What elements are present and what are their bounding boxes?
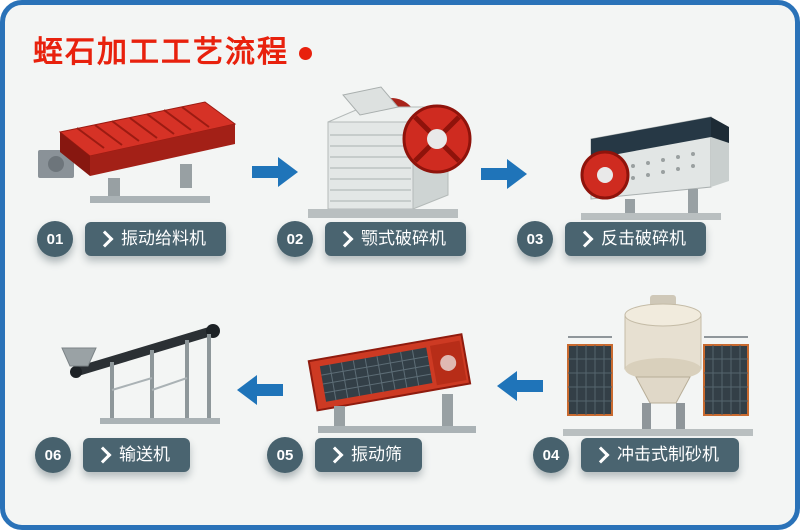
- chevron-right-icon: [336, 230, 354, 248]
- step-number-badge: 05: [267, 437, 303, 473]
- vibrating-screen-illustration: [307, 333, 476, 433]
- step-label-text: 振动给料机: [121, 229, 206, 248]
- step-4: 04 冲击式制砂机: [533, 437, 739, 473]
- step-number-badge: 03: [517, 221, 553, 257]
- step-number-badge: 01: [37, 221, 73, 257]
- step-number-badge: 04: [533, 437, 569, 473]
- step-label-text: 颚式破碎机: [361, 229, 446, 248]
- flow-arrow-right-icon: [252, 157, 298, 187]
- step-label: 反击破碎机: [565, 222, 706, 256]
- flow-arrow-right-icon: [481, 159, 527, 189]
- step-3: 03 反击破碎机: [517, 221, 706, 257]
- step-label: 振动给料机: [85, 222, 226, 256]
- impact-crusher-illustration: [580, 116, 729, 220]
- step-label-text: 冲击式制砂机: [617, 445, 719, 464]
- chevron-right-icon: [96, 230, 114, 248]
- flow-arrow-left-icon: [237, 375, 283, 405]
- page-header: 蛭石加工工艺流程: [33, 27, 312, 71]
- chevron-right-icon: [326, 446, 344, 464]
- page-title: 蛭石加工工艺流程: [33, 36, 289, 69]
- sand-maker-illustration: [563, 295, 753, 436]
- step-5: 05 振动筛: [267, 437, 422, 473]
- title-dot-icon: [299, 46, 312, 60]
- step-label-text: 反击破碎机: [601, 229, 686, 248]
- vibrating-feeder-illustration: [38, 101, 237, 203]
- step-number-badge: 06: [35, 437, 71, 473]
- step-label: 振动筛: [315, 438, 422, 472]
- step-6: 06 输送机: [35, 437, 190, 473]
- jaw-crusher-illustration: [308, 86, 472, 218]
- chevron-right-icon: [576, 230, 594, 248]
- step-label: 输送机: [83, 438, 190, 472]
- step-1: 01 振动给料机: [37, 221, 226, 257]
- step-label-text: 振动筛: [351, 445, 402, 464]
- step-label: 冲击式制砂机: [581, 438, 739, 472]
- step-2: 02 颚式破碎机: [277, 221, 466, 257]
- belt-conveyor-illustration: [61, 324, 220, 424]
- step-label-text: 输送机: [119, 445, 170, 464]
- flow-arrow-left-icon: [497, 371, 543, 401]
- chevron-right-icon: [94, 446, 112, 464]
- chevron-right-icon: [592, 446, 610, 464]
- step-label: 颚式破碎机: [325, 222, 466, 256]
- step-number-badge: 02: [277, 221, 313, 257]
